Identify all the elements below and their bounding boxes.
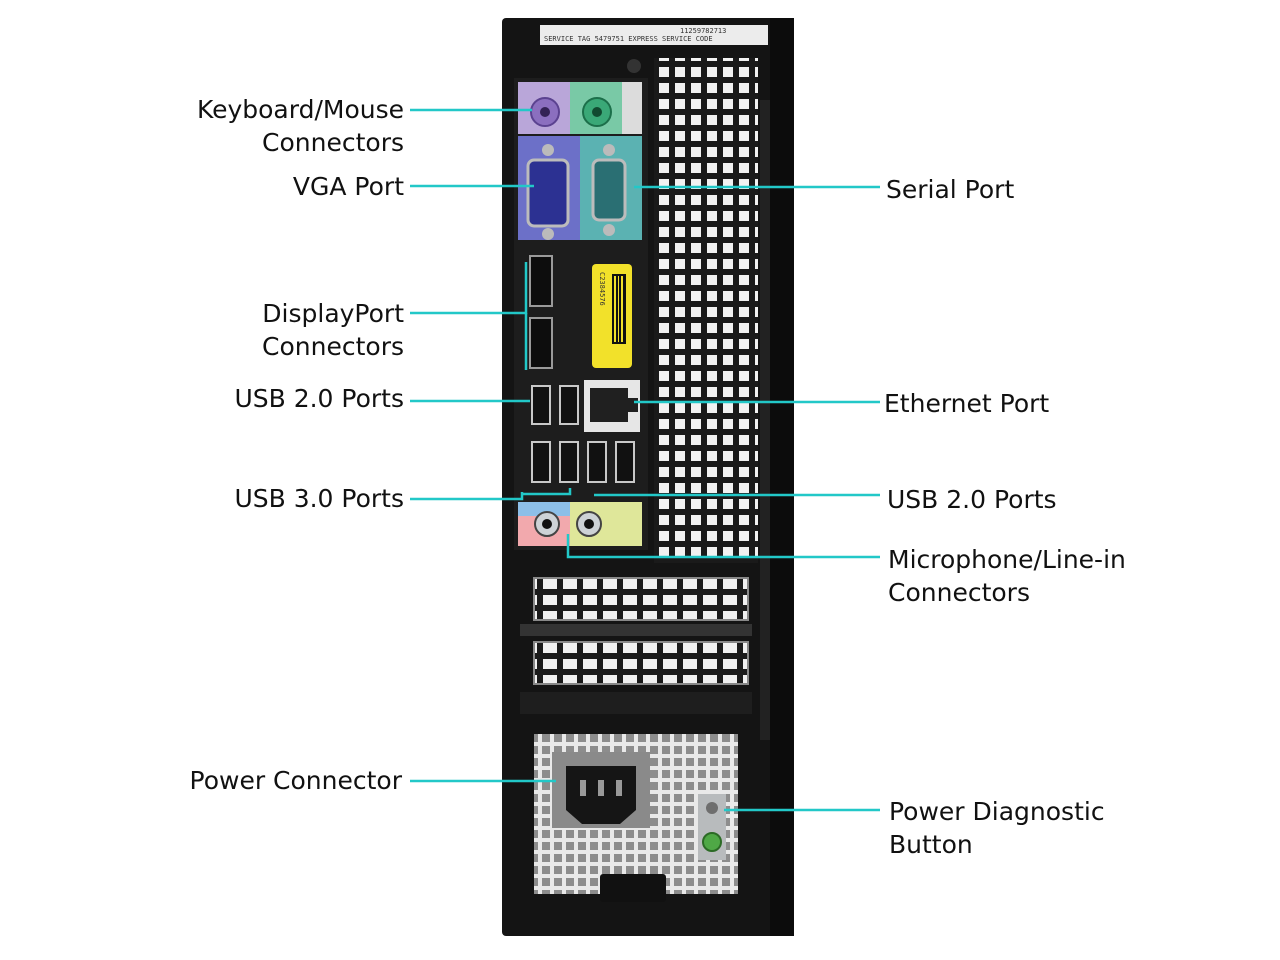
label-microphone-line-in: Microphone/Line-in Connectors [888, 543, 1126, 609]
label-power-connector-line1: Power Connector [189, 766, 402, 795]
usb3-port-1[interactable] [531, 441, 551, 483]
line-in-jack[interactable] [534, 511, 560, 537]
serial-port[interactable] [591, 144, 627, 236]
service-tag-number: 11259782713 [680, 27, 726, 35]
label-usb2-ports-left: USB 2.0 Ports [234, 382, 404, 415]
label-power-diagnostic-button: Power Diagnostic Button [889, 795, 1105, 861]
callout-lines [410, 108, 880, 812]
usb2-port-lower-2[interactable] [615, 441, 635, 483]
expansion-slot-1 [533, 577, 749, 621]
ps2-mouse-port[interactable] [582, 97, 612, 127]
vga-port[interactable] [526, 144, 570, 240]
label-displayport-line2: Connectors [262, 332, 404, 361]
label-vga-port: VGA Port [293, 170, 404, 203]
label-serial-port: Serial Port [886, 173, 1014, 206]
label-ethernet-line1: Ethernet Port [884, 389, 1050, 418]
label-displayport-line1: DisplayPort [262, 299, 404, 328]
label-usb2-left-line1: USB 2.0 Ports [234, 384, 404, 413]
power-connector[interactable] [552, 752, 650, 828]
ethernet-port[interactable] [584, 380, 640, 432]
displayport-1[interactable] [529, 255, 553, 307]
microphone-jack[interactable] [576, 511, 602, 537]
label-keyboard-mouse-line1: Keyboard/Mouse [196, 95, 404, 124]
label-microphone-line2: Connectors [888, 578, 1030, 607]
service-tag-sticker [540, 25, 768, 45]
label-power-connector: Power Connector [190, 764, 402, 797]
usb3-port-2[interactable] [559, 441, 579, 483]
usb2-port-lower-1[interactable] [587, 441, 607, 483]
power-diagnostic-button[interactable] [698, 794, 726, 860]
label-serial-line1: Serial Port [886, 175, 1015, 204]
label-usb2-ports-right: USB 2.0 Ports [887, 483, 1057, 516]
ps2-keyboard-port[interactable] [530, 97, 560, 127]
label-microphone-line1: Microphone/Line-in [888, 545, 1126, 574]
label-displayport-connectors: DisplayPort Connectors [262, 297, 404, 363]
rear-vent [654, 58, 758, 563]
usb2-port-upper-1[interactable] [531, 385, 551, 425]
service-tag-text: SERVICE TAG 5479751 EXPRESS SERVICE CODE [544, 35, 713, 43]
label-ethernet-port: Ethernet Port [884, 387, 1049, 420]
label-usb2-right-line1: USB 2.0 Ports [887, 485, 1057, 514]
usb2-port-upper-2[interactable] [559, 385, 579, 425]
expansion-slot-2 [533, 641, 749, 685]
label-usb3-ports: USB 3.0 Ports [234, 482, 404, 515]
label-usb3-line1: USB 3.0 Ports [234, 484, 404, 513]
label-keyboard-mouse-line2: Connectors [262, 128, 404, 157]
label-power-diag-line1: Power Diagnostic [889, 797, 1105, 826]
label-power-diag-line2: Button [889, 830, 973, 859]
label-vga-line1: VGA Port [292, 172, 404, 201]
displayport-2[interactable] [529, 317, 553, 369]
label-keyboard-mouse-connectors: Keyboard/Mouse Connectors [197, 93, 404, 159]
barcode-label: C2384576 [592, 264, 632, 368]
barcode-text: C2384576 [598, 272, 606, 306]
